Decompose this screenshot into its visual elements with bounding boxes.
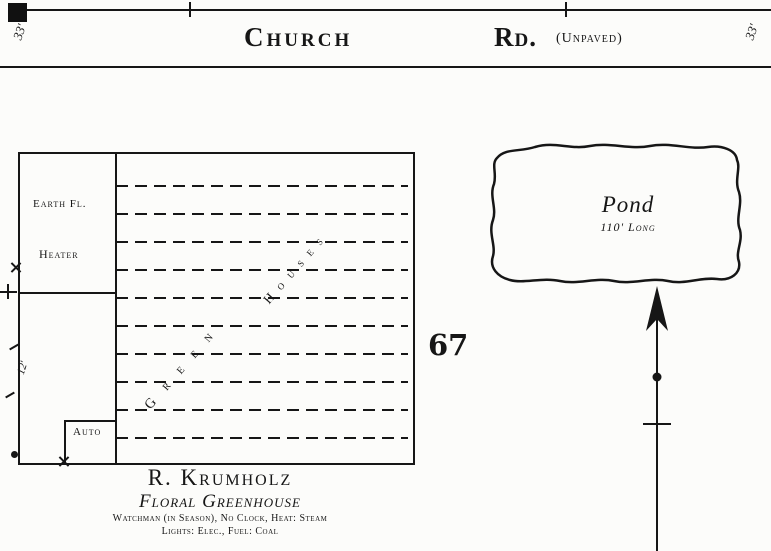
- road-surface-note: (Unpaved): [556, 31, 623, 46]
- earth-floor-label: Earth Fl.: [33, 198, 87, 210]
- greenhouse-diagonal-word-houses: Houses: [259, 227, 332, 307]
- caption-note-line-1: Watchman (in Season), No Clock, Heat: St…: [112, 513, 328, 525]
- greenhouse-row-line: [116, 213, 408, 215]
- greenhouse-row-line: [116, 241, 408, 243]
- north-arrow-dot: [652, 372, 662, 382]
- survey-dot-marker: [11, 451, 18, 458]
- auto-label: Auto: [73, 426, 102, 438]
- auto-room-partition-top: [64, 420, 115, 422]
- greenhouse-row-line: [116, 353, 408, 355]
- pond-label-group: Pond 110' Long: [558, 192, 698, 235]
- building-partition-vertical: [115, 154, 117, 463]
- parcel-number: 67: [428, 328, 469, 362]
- greenhouse-diagonal-word-green: Green: [141, 318, 227, 413]
- heater-room-partition: [20, 292, 115, 294]
- business-name: Floral Greenhouse: [139, 491, 301, 513]
- north-arrow-head: [646, 286, 668, 331]
- road-name: Church: [244, 22, 353, 52]
- road-top-tick-right: [565, 2, 567, 17]
- greenhouse-row-line: [116, 381, 408, 383]
- survey-x-mark-upper: [10, 262, 21, 273]
- property-caption: R. Krumholz Floral Greenhouse Watchman (…: [20, 465, 420, 537]
- auto-room-partition-side: [64, 420, 66, 463]
- caption-note-line-2: Lights: Elec., Fuel: Coal: [161, 525, 279, 537]
- road-top-tick-left: [189, 2, 191, 17]
- heater-label: Heater: [39, 247, 79, 261]
- greenhouse-row-line: [116, 437, 408, 439]
- pond-outline: [490, 143, 742, 284]
- road-type: Rd.: [494, 22, 537, 52]
- greenhouse-row-line: [116, 185, 408, 187]
- greenhouse-row-line: [116, 269, 408, 271]
- greenhouse-row-line: [116, 297, 408, 299]
- greenhouse-row-line: [116, 409, 408, 411]
- pond-name: Pond: [601, 192, 655, 217]
- survey-tick-vertical: [7, 284, 9, 299]
- adjacent-block-marker: [8, 3, 27, 22]
- greenhouse-row-line: [116, 325, 408, 327]
- pond-length-label: 110' Long: [600, 220, 656, 234]
- road-top-line: [27, 9, 771, 11]
- greenhouse-building-outline: Earth Fl. Heater Auto Green Houses: [18, 152, 415, 465]
- owner-name: R. Krumholz: [147, 465, 293, 490]
- road-bottom-line: [0, 66, 771, 68]
